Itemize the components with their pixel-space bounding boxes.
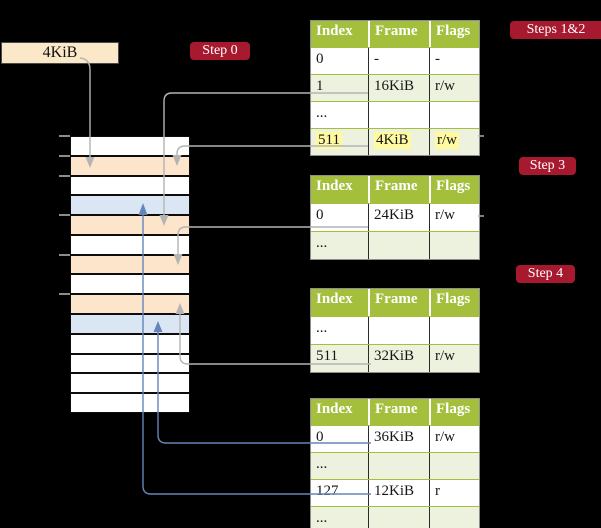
memory-frame-row (71, 216, 189, 236)
column-header-flags: Flags (429, 289, 479, 316)
memory-frame-row (71, 196, 189, 217)
memory-frame-row (71, 394, 189, 412)
memory-frame-row (71, 275, 189, 296)
page-size-label: 4KiB (1, 42, 119, 64)
cell-index: ... (316, 235, 328, 251)
memory-frame-row (71, 295, 189, 316)
cell-frame: 32KiB (374, 348, 415, 364)
column-header-flags: Flags (429, 21, 479, 47)
memory-frame-row (71, 315, 189, 335)
memory-frame-row (71, 137, 189, 157)
cell-index: 0 (316, 207, 324, 223)
table-row-highlighted: 511 4KiB r/w (311, 128, 479, 155)
cell-flags: r/w (435, 348, 455, 364)
column-header-index: Index (316, 401, 353, 417)
cell-frame: 12KiB (374, 483, 415, 499)
cell-flags: r/w (435, 429, 455, 445)
frame-boundary-tick (59, 293, 70, 295)
table-row-ellipsis: ... (311, 101, 479, 128)
cell-frame: - (374, 51, 379, 67)
column-header-index: Index (316, 178, 353, 194)
table-row: 0 36KiB r/w (311, 425, 479, 452)
frame-boundary-tick (59, 135, 70, 137)
memory-frame-row (71, 255, 189, 276)
badge-step-3: Step 3 (519, 157, 576, 175)
badge-step-0: Step 0 (190, 42, 250, 60)
frame-boundary-tick (59, 254, 70, 256)
table-row-ellipsis: ... (311, 316, 479, 344)
frame-boundary-tick (59, 175, 70, 177)
page-table-step-4: Index Frame Flags ... 511 32KiB r/w (310, 288, 480, 373)
cell-frame: 16KiB (374, 78, 415, 94)
badge-steps-1-2: Steps 1&2 (510, 21, 601, 39)
physical-memory-column (70, 136, 190, 413)
cell-flags: r (435, 483, 440, 499)
table-row: 127 12KiB r (311, 479, 479, 506)
page-table-final: Index Frame Flags 0 36KiB r/w ... 127 12… (310, 398, 480, 528)
table-header-row: Index Frame Flags (311, 289, 479, 316)
table-row: 511 32KiB r/w (311, 344, 479, 372)
cell-frame: 36KiB (374, 429, 415, 445)
column-header-flags: Flags (429, 399, 479, 425)
table-header-row: Index Frame Flags (311, 21, 479, 47)
column-header-frame: Frame (368, 176, 429, 203)
cell-frame: 4KiB (374, 132, 411, 149)
cell-index: ... (316, 510, 328, 526)
frame-boundary-tick (59, 214, 70, 216)
table-row: 0 24KiB r/w (311, 203, 479, 231)
cell-index: ... (316, 105, 328, 121)
column-header-index: Index (316, 291, 353, 307)
column-header-index: Index (316, 23, 353, 39)
column-header-flags: Flags (429, 176, 479, 203)
badge-step-4: Step 4 (516, 265, 575, 283)
table-row-ellipsis: ... (311, 231, 479, 259)
table-row: 1 16KiB r/w (311, 74, 479, 101)
cell-flags: r/w (435, 207, 455, 223)
cell-index: 0 (316, 51, 324, 67)
table-row-ellipsis: ... (311, 452, 479, 479)
cell-index: 511 (316, 132, 342, 149)
memory-frame-row (71, 334, 189, 355)
cell-index: 1 (316, 78, 324, 94)
cell-index: 127 (316, 483, 339, 499)
memory-frame-row (71, 235, 189, 256)
cell-index: 511 (316, 348, 338, 364)
cell-index: ... (316, 456, 328, 472)
table-row: 0 - - (311, 47, 479, 74)
cell-flags: r/w (435, 78, 455, 94)
frame-boundary-tick (59, 155, 70, 157)
memory-frame-row (71, 176, 189, 197)
table-header-row: Index Frame Flags (311, 399, 479, 425)
cell-flags: - (435, 51, 440, 67)
cell-index: ... (316, 320, 328, 336)
table-row-ellipsis: ... (311, 506, 479, 528)
table-header-row: Index Frame Flags (311, 176, 479, 203)
cell-index: 0 (316, 429, 324, 445)
page-table-step-3: Index Frame Flags 0 24KiB r/w ... (310, 175, 480, 260)
column-header-frame: Frame (368, 289, 429, 316)
memory-frame-row (71, 354, 189, 375)
memory-frame-row (71, 374, 189, 395)
column-header-frame: Frame (368, 399, 429, 425)
cell-frame: 24KiB (374, 207, 415, 223)
memory-frame-row (71, 156, 189, 177)
page-table-steps-1-2: Index Frame Flags 0 - - 1 16KiB r/w ... … (310, 20, 480, 156)
column-header-frame: Frame (368, 21, 429, 47)
cell-flags: r/w (435, 132, 459, 149)
